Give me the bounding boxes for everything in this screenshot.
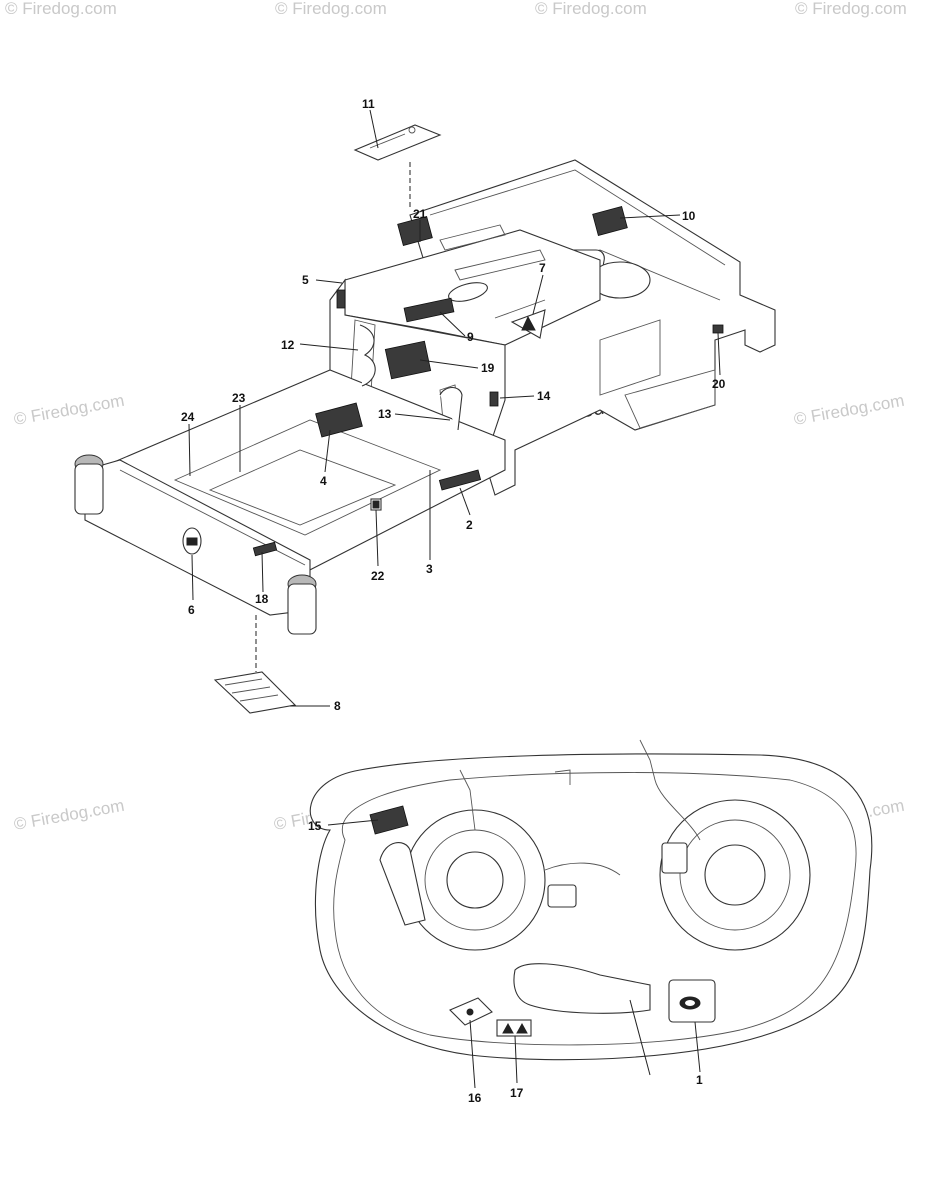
callout-24: 24 — [181, 410, 195, 424]
callout-23: 23 — [232, 391, 246, 405]
callout-16: 16 — [468, 1091, 482, 1105]
frame-assembly — [74, 124, 776, 714]
watermark: © Firedog.com — [5, 0, 117, 18]
mower-deck — [309, 739, 873, 1061]
callout-1: 1 — [696, 1073, 703, 1087]
watermark: © Firedog.com — [535, 0, 647, 18]
callout-6: 6 — [188, 603, 195, 617]
decal-10 — [592, 206, 628, 236]
decal-19 — [384, 340, 432, 380]
decal-17 — [496, 1019, 532, 1037]
decal-4 — [315, 402, 363, 438]
decal-15 — [369, 805, 409, 835]
watermark: © Firedog.com — [792, 391, 905, 429]
decal-21 — [397, 216, 433, 246]
callout-9: 9 — [467, 330, 474, 344]
callout-8: 8 — [334, 699, 341, 713]
plate-11 — [353, 124, 442, 161]
callout-20: 20 — [712, 377, 726, 391]
decal-9 — [403, 297, 455, 323]
watermark: © Firedog.com — [795, 0, 907, 18]
watermark: © Firedog.com — [12, 796, 125, 834]
callout-11: 11 — [362, 97, 375, 111]
callout-14: 14 — [537, 389, 551, 403]
lever-13 — [439, 386, 463, 431]
callout-21: 21 — [413, 207, 427, 221]
callout-13: 13 — [378, 407, 392, 421]
callout-12: 12 — [281, 338, 295, 352]
decal-8 — [213, 671, 297, 714]
callout-18: 18 — [255, 592, 269, 606]
callouts: 11 21 5 10 7 9 12 19 13 14 20 23 24 4 2 … — [181, 97, 726, 1105]
callout-10: 10 — [682, 209, 696, 223]
callout-15: 15 — [308, 819, 322, 833]
decal-20 — [712, 324, 724, 334]
callout-22: 22 — [371, 569, 385, 583]
watermark: © Firedog.com — [12, 391, 125, 429]
watermark: © Firedog.com — [275, 0, 387, 18]
callout-4: 4 — [320, 474, 327, 488]
decal-18 — [252, 541, 278, 557]
callout-17: 17 — [510, 1086, 524, 1100]
decal-5 — [336, 289, 346, 309]
decal-14 — [489, 391, 499, 407]
callout-7: 7 — [539, 261, 546, 275]
callout-19: 19 — [481, 361, 495, 375]
deck-lift-arm — [513, 963, 651, 1014]
lever-12 — [359, 324, 376, 387]
callout-3: 3 — [426, 562, 433, 576]
leader-lines — [188, 109, 721, 1089]
callout-5: 5 — [302, 273, 309, 287]
callout-2: 2 — [466, 518, 473, 532]
decal-2 — [438, 469, 482, 491]
